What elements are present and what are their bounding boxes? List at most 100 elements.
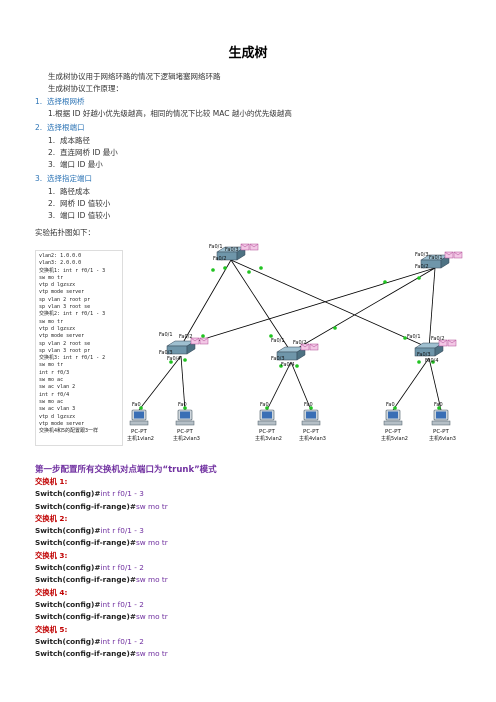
pc-type-label: PC-PT [303,429,319,435]
port-label: Fa0/4 [425,358,439,364]
port-label: Fa0/3 [159,350,173,356]
pc-type-label: PC-PT [177,429,193,435]
command-line: Switch(config)#int r f0/1 - 3 [35,489,144,499]
port-label: Fa0/4 [281,362,295,368]
pc-port-label: Fa0 [132,402,141,408]
config-line: sw ac vlan 3 [39,406,76,413]
pc-name-label: 主机2vlan3 [173,435,200,442]
command-line: Switch(config-if-range)#sw mo tr [35,612,168,622]
link-status-dot [223,266,227,270]
envelope-icon [190,337,200,342]
port-label: Fa0/2 [431,336,445,342]
command-line: Switch(config-if-range)#sw mo tr [35,538,168,548]
pc-port-label: Fa0 [434,402,443,408]
switch-label: 交换机 5: [35,624,68,634]
pc-port-label: Fa0 [260,402,269,408]
network-link [230,259,430,349]
network-link [138,355,182,411]
list-item: 1.成本路径 [48,136,90,145]
pc-port-label: Fa0 [386,402,395,408]
link-status-dot [431,360,435,364]
list-item: 2.网桥 ID 值较小 [48,199,111,208]
link-status-dot [183,358,187,362]
page-title: 生成树 [228,46,268,61]
port-label: Fa0/2 [293,340,307,346]
pc-type-label: PC-PT [433,429,449,435]
link-status-dot [247,270,251,274]
envelope-icon [240,243,250,248]
config-line: vtp d lgzszx [39,413,76,420]
envelope-icon [249,243,259,248]
section-heading: 1.选择根网桥 [35,97,85,106]
config-line: int r f0/3 [39,369,70,376]
pc-icon [306,411,316,419]
list-item: 3.端口 ID 最小 [48,160,103,169]
network-link [180,355,186,411]
pc-icon [436,411,446,419]
link-status-dot [333,326,337,330]
link-status-dot [403,336,407,340]
envelope-icon [447,339,457,344]
config-line: int r f0/4 [39,391,70,398]
link-status-dot [269,334,273,338]
link-status-dot [437,406,441,410]
network-link [180,259,232,347]
pc-icon [134,411,144,419]
link-status-dot [417,360,421,364]
link-status-dot [211,268,215,272]
command-line: Switch(config-if-range)#sw mo tr [35,649,168,659]
command-line: Switch(config-if-range)#sw mo tr [35,501,168,511]
intro-line: 生成树协议工作原理： [48,84,123,93]
pc-port-label: Fa0 [304,402,313,408]
network-link [180,267,436,347]
port-label: Fa0/3 [417,352,431,358]
pc-port-label: Fa0 [178,402,187,408]
pc-type-label: PC-PT [385,429,401,435]
switch-label: 交换机 2: [35,513,68,523]
pc-icon [388,411,398,419]
pc-name-label: 主机6vlan3 [429,435,456,442]
pc-type-label: PC-PT [131,429,147,435]
link-status-dot [279,364,283,368]
link-status-dot [309,406,313,410]
list-item: 1.路径成本 [48,187,90,196]
command-line: Switch(config)#int r f0/1 - 2 [35,563,144,573]
network-link [290,267,436,353]
network-link [266,361,292,411]
pc-icon [129,420,149,426]
config-line: vlan3: 2.0.0.0 [39,260,82,267]
pc-icon [175,420,195,426]
link-status-dot [139,406,143,410]
network-link [428,267,436,349]
port-label: Fa0/3 [225,247,239,253]
port-label: Fa0/1 [271,338,285,344]
pc-icon [383,420,403,426]
config-line: sw mo ac [39,377,64,384]
link-status-dot [259,266,263,270]
port-label: Fa0/2 [179,334,193,340]
config-line: vtp mode server [39,289,85,296]
network-link [392,357,430,411]
step-heading: 第一步配置所有交换机对点端口为“trunk”模式 [35,465,217,475]
config-line: 交换机1: int r f0/1 - 3 [39,267,106,274]
config-line: sp vlan 3 root pr [39,347,91,354]
port-label: Fa0/1 [159,332,173,338]
pc-icon [262,411,272,419]
port-label: Fa0/1 [429,255,443,261]
config-line: sw mo tr [39,362,64,369]
command-line: Switch(config-if-range)#sw mo tr [35,575,168,585]
list-item: 3.端口 ID 值较小 [48,211,111,220]
command-line: Switch(config)#int r f0/1 - 3 [35,526,144,536]
envelope-icon [300,343,310,348]
intro-line: 生成树协议用于网络环路的情况下逻辑堵塞网络环路 [48,72,221,81]
command-line: Switch(config)#int r f0/1 - 2 [35,599,144,609]
port-label: Fa0/2 [213,256,227,262]
pc-icon [431,420,451,426]
network-link [290,361,312,411]
pc-icon [180,411,190,419]
config-line: sp vlan 2 root se [39,340,91,347]
port-label: Fa0/1 [209,244,223,250]
